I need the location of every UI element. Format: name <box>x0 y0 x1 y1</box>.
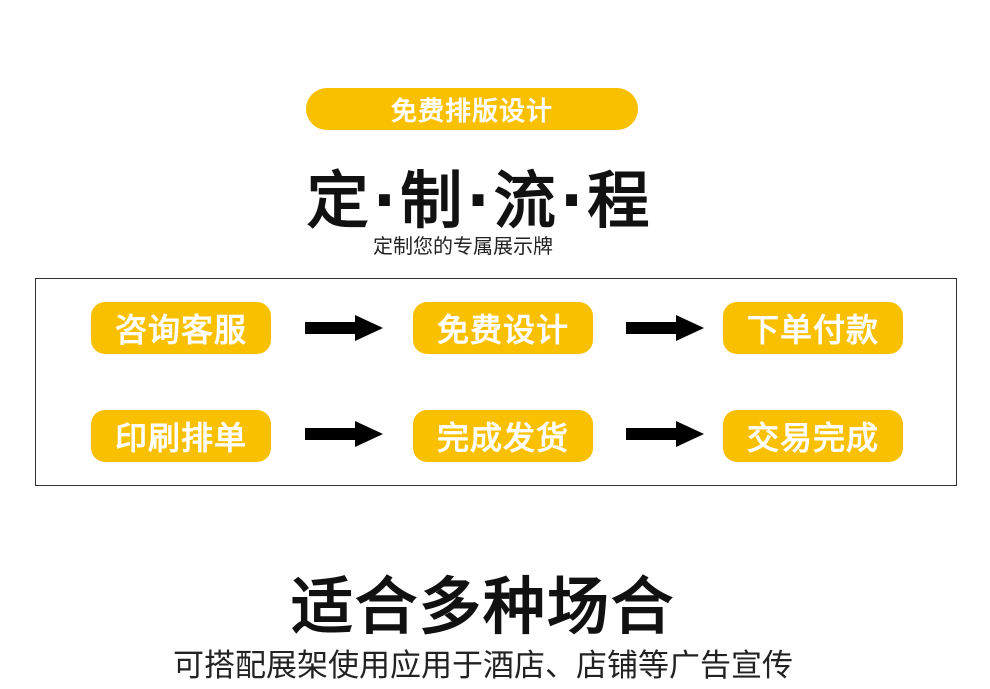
step-free-design: 免费设计 <box>413 302 593 354</box>
step-transaction-complete: 交易完成 <box>723 410 903 462</box>
right-arrow-icon <box>626 421 704 447</box>
right-arrow-icon <box>305 421 383 447</box>
right-arrow-icon <box>626 315 704 341</box>
step-consult-service: 咨询客服 <box>91 302 271 354</box>
page-title: 定·制·流·程 <box>306 164 654 237</box>
occasions-subtitle: 可搭配展架使用应用于酒店、店铺等广告宣传 <box>173 648 793 684</box>
process-panel <box>35 278 957 486</box>
step-place-order-pay: 下单付款 <box>723 302 903 354</box>
free-design-badge: 免费排版设计 <box>306 88 638 130</box>
page-subtitle: 定制您的专属展示牌 <box>373 234 553 258</box>
right-arrow-icon <box>305 315 383 341</box>
step-print-schedule: 印刷排单 <box>91 410 271 462</box>
step-ship: 完成发货 <box>413 410 593 462</box>
occasions-title: 适合多种场合 <box>290 570 675 643</box>
